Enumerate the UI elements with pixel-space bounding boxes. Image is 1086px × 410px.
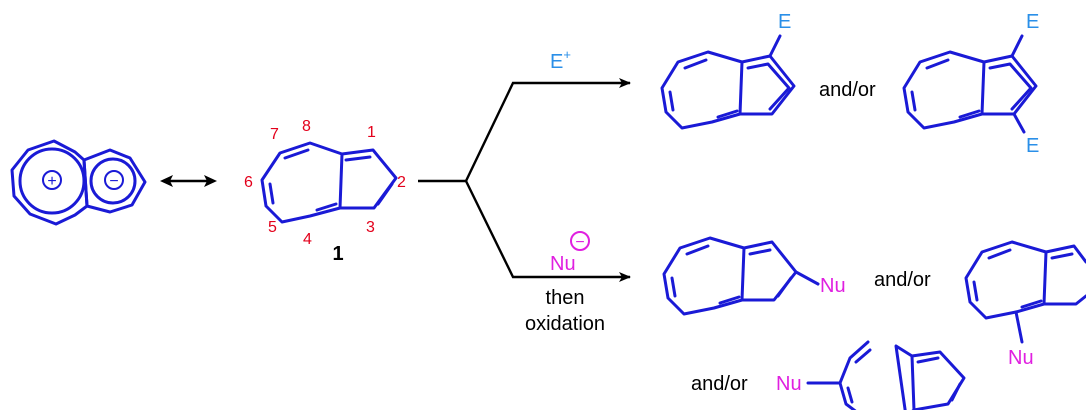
resonance-seven-ring-circle xyxy=(18,147,86,215)
upper-and-or: and/or xyxy=(819,79,876,101)
branch-lines xyxy=(418,78,631,282)
resonance-five-ring-circle xyxy=(89,157,137,205)
position-3: 3 xyxy=(366,219,375,236)
product-4-4-nu-azulene: Nu xyxy=(964,240,1086,369)
product-3-2-nu-azulene: Nu xyxy=(662,236,846,316)
compound-number: 1 xyxy=(332,243,343,265)
condition-oxidation: oxidation xyxy=(525,313,605,335)
lower-and-or-2: and/or xyxy=(691,373,748,395)
azulene-1: 7 8 1 2 6 5 4 3 1 xyxy=(244,118,406,265)
nucleophile-label: Nu xyxy=(550,253,576,275)
azulene-1-five-ring xyxy=(338,148,398,210)
resonance-arrow xyxy=(160,175,217,187)
lower-and-or-1: and/or xyxy=(874,269,931,291)
product-2-substituent-bottom: E xyxy=(1026,135,1039,157)
product-5-6-nu-azulene: Nu xyxy=(776,340,966,410)
minus-charge-circle xyxy=(104,170,124,190)
product-4-substituent: Nu xyxy=(1008,347,1034,369)
resonance-seven-ring xyxy=(10,139,89,226)
position-1: 1 xyxy=(367,124,376,141)
azulene-1-double-bonds xyxy=(268,148,394,212)
position-4: 4 xyxy=(303,231,312,248)
product-3-substituent: Nu xyxy=(820,275,846,297)
resonance-structure: + − xyxy=(10,139,147,226)
resonance-five-ring xyxy=(82,148,147,214)
position-5: 5 xyxy=(268,219,277,236)
product-2-substituent-top: E xyxy=(1026,11,1039,33)
product-1-substituted-azulene: E xyxy=(660,11,796,130)
position-8: 8 xyxy=(302,118,311,135)
nucleophile-arrow xyxy=(464,180,631,282)
electrophile-arrow xyxy=(464,78,631,182)
position-2: 2 xyxy=(397,174,406,191)
product-2-disubstituted-azulene: E E xyxy=(902,11,1039,157)
position-6: 6 xyxy=(244,174,253,191)
nucleophile-charge: − xyxy=(575,234,584,251)
nucleophile-charge-circle xyxy=(570,231,590,251)
product-1-substituent: E xyxy=(778,11,791,33)
azulene-1-seven-ring xyxy=(260,141,344,224)
condition-then: then xyxy=(546,287,585,309)
plus-charge-circle xyxy=(42,170,62,190)
minus-charge: − xyxy=(109,173,118,190)
nucleophile-reagent: Nu − xyxy=(550,231,590,275)
product-5-substituent: Nu xyxy=(776,373,802,395)
position-7: 7 xyxy=(270,126,279,143)
electrophile-reagent: E+ xyxy=(550,47,571,73)
plus-charge: + xyxy=(47,173,56,190)
